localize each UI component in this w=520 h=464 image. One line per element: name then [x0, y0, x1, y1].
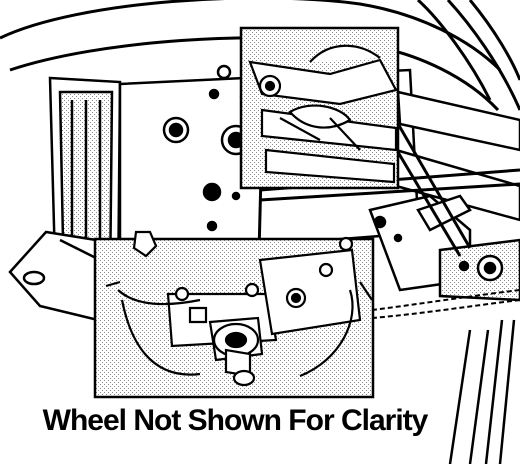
lower-detail-box [93, 230, 375, 399]
right-frame [368, 90, 520, 302]
left-bracket [8, 230, 100, 322]
support-legs [448, 319, 516, 464]
drive-belt [371, 289, 520, 319]
upper-detail-box [239, 26, 400, 190]
diagram-caption: Wheel Not Shown For Clarity [42, 404, 429, 437]
